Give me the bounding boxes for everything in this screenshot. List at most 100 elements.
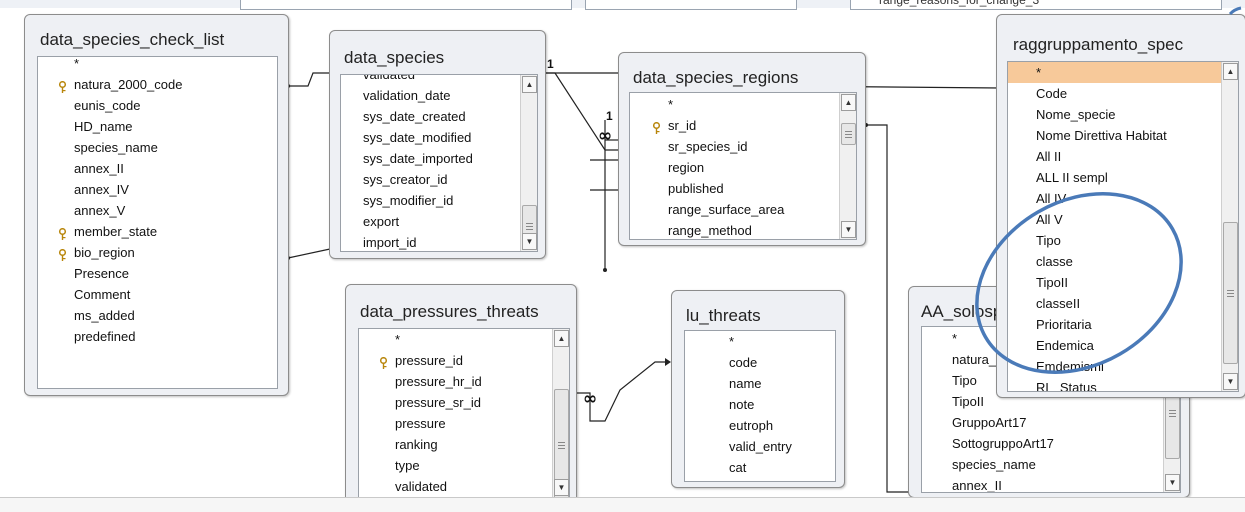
field-row[interactable]: Endemica xyxy=(1008,335,1221,356)
vertical-scrollbar[interactable]: ▲▼ xyxy=(552,329,569,497)
field-row[interactable]: ranking xyxy=(359,434,552,455)
field-row[interactable]: predefined xyxy=(38,326,277,347)
field-row[interactable]: ALL II sempl xyxy=(1008,167,1221,188)
field-row[interactable]: range_method xyxy=(630,220,839,239)
field-row[interactable]: eunis_code xyxy=(38,95,277,116)
field-row[interactable]: sys_creator_id xyxy=(341,169,520,190)
field-row[interactable]: Nome_specie xyxy=(1008,104,1221,125)
field-row[interactable]: * xyxy=(685,331,835,352)
field-row[interactable]: code xyxy=(685,352,835,373)
field-row[interactable]: eutroph xyxy=(685,415,835,436)
field-row[interactable]: pressure xyxy=(359,413,552,434)
scroll-down-icon[interactable]: ▼ xyxy=(522,233,537,250)
scroll-thumb[interactable] xyxy=(1223,222,1238,364)
field-row[interactable]: TipoII xyxy=(922,391,1163,412)
field-row[interactable]: ms_added xyxy=(38,305,277,326)
field-row[interactable]: pressure_hr_id xyxy=(359,371,552,392)
scroll-down-icon[interactable]: ▼ xyxy=(554,479,569,496)
field-row[interactable]: Tipo xyxy=(1008,230,1221,251)
scroll-grip xyxy=(1169,413,1176,414)
field-row[interactable]: annex_V xyxy=(38,200,277,221)
field-row[interactable]: pressure_id xyxy=(359,350,552,371)
scroll-up-icon[interactable]: ▲ xyxy=(522,76,537,93)
field-row[interactable]: annex_IV xyxy=(38,179,277,200)
field-row[interactable]: sys_date_modified xyxy=(341,127,520,148)
field-row[interactable]: All V xyxy=(1008,209,1221,230)
field-row[interactable]: Code xyxy=(1008,83,1221,104)
scroll-down-icon[interactable]: ▼ xyxy=(841,221,856,238)
field-row[interactable]: sys_date_imported xyxy=(341,148,520,169)
field-row[interactable]: valid_entry xyxy=(685,436,835,457)
field-row[interactable]: sr_species_id xyxy=(630,136,839,157)
scroll-down-icon[interactable]: ▼ xyxy=(1223,373,1238,390)
field-row[interactable]: SottogruppoArt17 xyxy=(922,433,1163,454)
field-row[interactable]: export xyxy=(341,211,520,232)
field-row[interactable]: annex_II xyxy=(922,475,1163,492)
scroll-up-icon[interactable]: ▲ xyxy=(554,330,569,347)
field-row[interactable]: Presence xyxy=(38,263,277,284)
field-row[interactable]: Prioritaria xyxy=(1008,314,1221,335)
field-row[interactable]: type xyxy=(359,455,552,476)
field-row[interactable]: range_surface_area xyxy=(630,199,839,220)
field-row[interactable]: TipoII xyxy=(1008,272,1221,293)
field-row[interactable]: HD_name xyxy=(38,116,277,137)
field-row[interactable]: Comment xyxy=(38,284,277,305)
bottom-scrollbar[interactable] xyxy=(0,497,1245,512)
field-row[interactable]: member_state xyxy=(38,221,277,242)
field-row[interactable]: * xyxy=(1008,62,1221,83)
vertical-scrollbar[interactable]: ▲▼ xyxy=(1221,62,1238,391)
scroll-down-icon[interactable]: ▼ xyxy=(1165,474,1180,491)
field-row[interactable]: Tipo xyxy=(922,370,1163,391)
field-row[interactable]: Nome Direttiva Habitat xyxy=(1008,125,1221,146)
field-row[interactable]: classeII xyxy=(1008,293,1221,314)
field-row[interactable]: import_id xyxy=(341,232,520,251)
field-row[interactable]: cat xyxy=(685,457,835,478)
field-row[interactable]: sys_modifier_id xyxy=(341,190,520,211)
vertical-scrollbar[interactable]: ▲▼ xyxy=(520,75,537,251)
field-name: * xyxy=(729,334,735,349)
field-row[interactable]: validated xyxy=(341,75,520,85)
field-row[interactable]: species_name xyxy=(922,454,1163,475)
field-row[interactable]: region xyxy=(630,157,839,178)
field-row[interactable]: RL_Status xyxy=(1008,377,1221,391)
field-row[interactable]: sr_id xyxy=(630,115,839,136)
field-row[interactable]: species_name xyxy=(38,137,277,158)
field-row[interactable]: * xyxy=(922,328,1163,349)
field-row[interactable]: published xyxy=(630,178,839,199)
field-row[interactable]: note xyxy=(685,394,835,415)
field-row[interactable]: Emdemismi xyxy=(1008,356,1221,377)
field-list[interactable]: validated validation_date sys_date_created… xyxy=(340,74,538,252)
field-row[interactable]: All II xyxy=(1008,146,1221,167)
scroll-up-icon[interactable]: ▲ xyxy=(1223,63,1238,80)
field-row[interactable]: natura_2000_code xyxy=(38,74,277,95)
field-row[interactable]: bio_region xyxy=(38,242,277,263)
scroll-thumb[interactable] xyxy=(841,123,856,145)
vertical-scrollbar[interactable]: ▲▼ xyxy=(839,93,856,239)
field-row[interactable]: * xyxy=(630,94,839,115)
scroll-up-icon[interactable]: ▲ xyxy=(841,94,856,111)
field-row[interactable]: sys_date_created xyxy=(341,106,520,127)
field-row[interactable]: pressure_sr_id xyxy=(359,392,552,413)
field-row[interactable]: name xyxy=(685,373,835,394)
field-row[interactable]: classe xyxy=(1008,251,1221,272)
field-row[interactable]: validated xyxy=(359,476,552,497)
field-name: validation_date xyxy=(363,88,451,103)
field-row[interactable]: * xyxy=(38,57,277,74)
field-row[interactable]: All IV xyxy=(1008,188,1221,209)
scroll-thumb[interactable] xyxy=(554,389,569,497)
field-row[interactable]: annex_II xyxy=(38,158,277,179)
field-row[interactable]: validation_date xyxy=(341,85,520,106)
field-row[interactable]: * xyxy=(359,329,552,350)
table-data-species-check-list[interactable]: data_species_check_list *natura_2000_cod… xyxy=(24,14,289,396)
field-row[interactable]: GruppoArt17 xyxy=(922,412,1163,433)
